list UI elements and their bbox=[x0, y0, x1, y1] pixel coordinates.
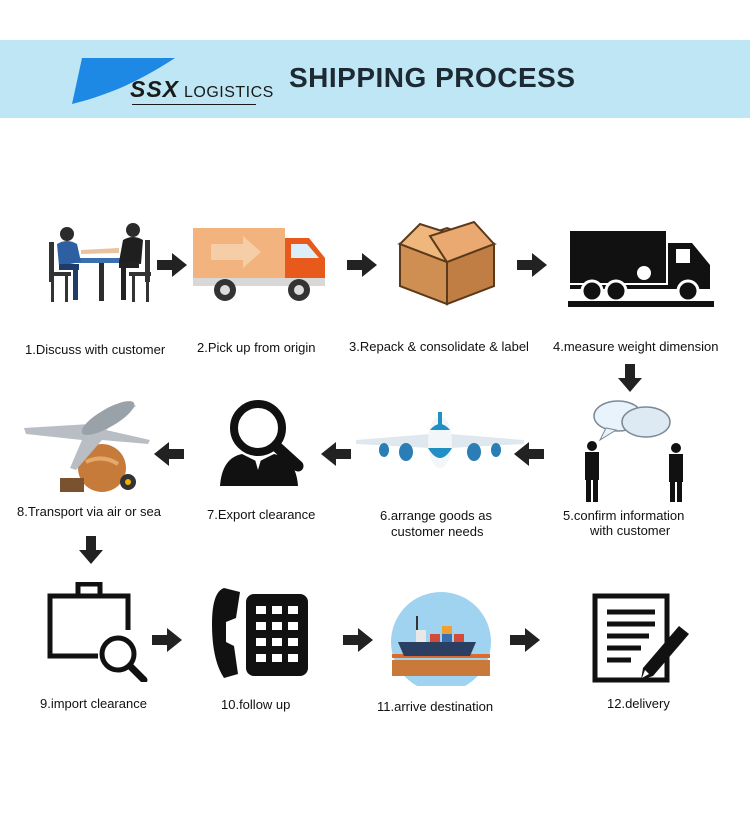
logo-swoosh-icon bbox=[72, 58, 175, 104]
step-label: 2.Pick up from origin bbox=[197, 340, 316, 355]
arrow-right-icon bbox=[152, 628, 182, 652]
delivery-truck-icon bbox=[193, 228, 325, 301]
document-pen-icon bbox=[592, 593, 689, 683]
arrow-right-icon bbox=[343, 628, 373, 652]
meeting-icon bbox=[49, 223, 151, 302]
step-label: 7.Export clearance bbox=[207, 507, 316, 522]
logo-underline bbox=[132, 104, 256, 105]
arrow-left-icon bbox=[154, 442, 184, 466]
airplane-icon bbox=[356, 412, 524, 468]
step-label: 9.import clearance bbox=[40, 696, 147, 711]
cargo-transport-icon bbox=[24, 401, 150, 492]
step-label: 5.confirm information bbox=[563, 508, 685, 523]
arrow-left-icon bbox=[321, 442, 351, 466]
arrow-right-icon bbox=[510, 628, 540, 652]
step-label: 6.arrange goods as bbox=[380, 508, 493, 523]
container-ship-icon bbox=[391, 592, 491, 686]
step-label: 3.Repack & consolidate & label bbox=[349, 339, 529, 354]
brand-logo: SSX LOGISTICS bbox=[130, 76, 274, 103]
arrow-left-icon bbox=[514, 442, 544, 466]
step-label: 10.follow up bbox=[221, 697, 291, 712]
step-label: 12.delivery bbox=[607, 696, 670, 711]
briefcase-search-icon bbox=[47, 582, 148, 682]
arrow-down-icon bbox=[79, 536, 103, 564]
cardboard-box-icon bbox=[397, 220, 497, 306]
arrow-right-icon bbox=[157, 253, 187, 277]
step-label: 11.arrive destination bbox=[377, 699, 494, 714]
arrow-down-icon bbox=[618, 364, 642, 392]
step-label: 4.measure weight dimension bbox=[553, 339, 719, 354]
brand-bold: SSX bbox=[130, 76, 180, 102]
conversation-icon bbox=[585, 400, 683, 502]
brand-rest: LOGISTICS bbox=[179, 84, 274, 101]
customs-officer-icon bbox=[220, 400, 304, 486]
step-label-line2: customer needs bbox=[391, 524, 484, 539]
telephone-icon bbox=[212, 588, 308, 678]
arrow-right-icon bbox=[347, 253, 377, 277]
header-banner: SSX LOGISTICS SHIPPING PROCESS bbox=[0, 40, 750, 118]
step-label-line2: with customer bbox=[590, 523, 671, 538]
step-label: 8.Transport via air or sea bbox=[17, 504, 162, 519]
page-title: SHIPPING PROCESS bbox=[289, 62, 576, 93]
arrow-right-icon bbox=[517, 253, 547, 277]
step-label: 1.Discuss with customer bbox=[25, 342, 166, 357]
truck-scale-icon bbox=[568, 231, 714, 307]
